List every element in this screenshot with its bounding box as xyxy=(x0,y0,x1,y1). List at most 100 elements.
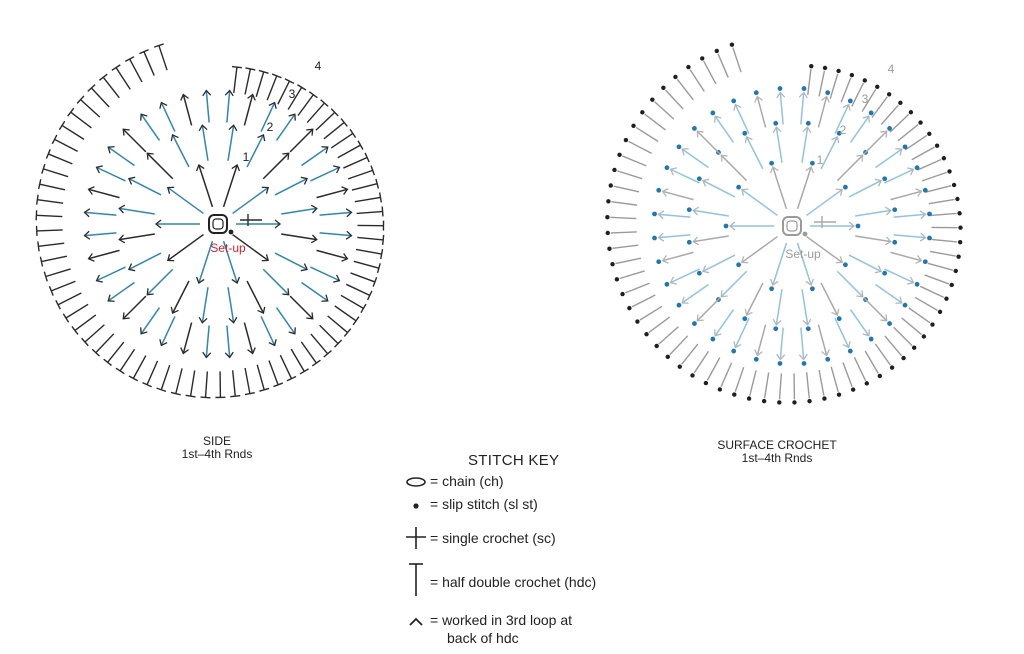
slip-stitch-dot xyxy=(908,110,914,115)
hdc-post xyxy=(334,305,357,322)
slip-stitch-dot xyxy=(955,196,960,202)
hdc-top-bar xyxy=(340,118,348,127)
hdc-post xyxy=(631,294,656,308)
slip-stitch-dot xyxy=(956,254,961,259)
third-loop-caret xyxy=(257,133,266,142)
hdc-post xyxy=(676,78,694,101)
stitch-post xyxy=(658,213,691,218)
stitch-post xyxy=(222,164,238,208)
third-loop-caret xyxy=(345,208,353,218)
third-loop-caret xyxy=(874,178,883,187)
slip-stitch-dot xyxy=(777,86,783,91)
slip-stitch-dot xyxy=(868,336,874,342)
stitch-post xyxy=(890,190,922,201)
slip-stitch-dot xyxy=(944,296,949,301)
stitch-post xyxy=(226,325,231,358)
third-loop-caret xyxy=(657,210,665,220)
side-round-number: 2 xyxy=(267,120,274,134)
slip-stitch-dot xyxy=(753,90,759,96)
slip-stitch-dot xyxy=(836,68,841,74)
hdc-top-bar xyxy=(200,396,211,399)
stitch-post xyxy=(198,240,214,284)
hdc-post xyxy=(927,262,954,271)
slip-stitch-dot xyxy=(958,225,963,230)
stitch-post xyxy=(246,280,265,314)
stitch-post xyxy=(714,309,735,337)
stitch-post xyxy=(801,289,809,325)
slip-stitch-dot xyxy=(805,326,811,332)
third-loop-caret xyxy=(202,89,212,97)
side-caption: SIDE 1st–4th Rnds xyxy=(117,435,317,461)
slip-stitch-dot xyxy=(892,239,898,245)
hdc-post xyxy=(43,168,69,178)
hdc-top-bar xyxy=(320,99,329,107)
stitch-post xyxy=(275,113,296,141)
hdc-post xyxy=(639,305,663,321)
third-loop-caret xyxy=(915,255,923,264)
stitch-post xyxy=(316,249,348,260)
slip-stitch-dot xyxy=(937,309,943,315)
hdc-post xyxy=(871,96,888,119)
setup-chain-inner xyxy=(212,218,224,230)
hdc-post xyxy=(874,343,891,366)
third-loop-caret xyxy=(107,146,115,154)
stitch-post xyxy=(884,168,914,184)
third-loop-caret xyxy=(696,130,704,138)
hdc-post xyxy=(622,155,647,167)
hdc-post xyxy=(928,198,955,205)
slip-stitch-dot xyxy=(887,126,892,131)
third-loop-caret xyxy=(198,316,208,324)
hdc-post xyxy=(330,132,354,149)
slip-stitch-dot xyxy=(849,72,855,78)
third-loop-caret xyxy=(288,327,296,335)
stitch-post xyxy=(140,307,161,335)
hdc-top-bar xyxy=(231,65,242,69)
stitch-post xyxy=(167,233,204,262)
hdc-post xyxy=(929,250,956,257)
third-loop-caret xyxy=(856,290,864,298)
hdc-post xyxy=(37,198,64,204)
slip-stitch-dot xyxy=(607,246,612,251)
third-loop-caret xyxy=(268,339,277,347)
hdc-post xyxy=(930,212,957,217)
hdc-post xyxy=(921,171,947,182)
hdc-top-bar xyxy=(323,350,332,358)
hdc-post xyxy=(619,270,645,280)
hdc-top-bar xyxy=(349,128,357,138)
stitch-post xyxy=(745,282,764,316)
hdc-post xyxy=(693,350,710,374)
third-loop-caret xyxy=(895,296,903,304)
hdc-post xyxy=(337,144,361,159)
stitch-post xyxy=(714,115,735,143)
slip-stitch-dot xyxy=(690,373,695,378)
third-loop-caret xyxy=(154,219,162,229)
third-loop-caret xyxy=(261,186,270,194)
hdc-top-bar xyxy=(382,234,385,245)
third-loop-caret xyxy=(661,188,669,197)
stitch-post xyxy=(693,235,729,243)
slip-stitch-dot xyxy=(661,85,666,90)
third-loop-caret xyxy=(341,186,349,195)
hdc-top-bar xyxy=(364,152,370,163)
stitch-post xyxy=(281,233,317,241)
slip-stitch-dot xyxy=(635,319,640,324)
hdc-top-bar xyxy=(48,286,54,296)
stitch-post xyxy=(658,234,691,239)
third-loop-caret xyxy=(805,278,815,286)
hdc-post xyxy=(95,333,115,354)
stitch-post xyxy=(167,186,204,215)
third-loop-caret xyxy=(122,128,130,136)
third-loop-caret xyxy=(198,124,208,132)
stitch-post xyxy=(140,113,161,141)
stitch-post xyxy=(260,316,276,346)
side-round-number: 4 xyxy=(315,59,322,73)
slip-stitch-dot xyxy=(696,270,702,276)
slip-stitch-dot xyxy=(731,348,737,354)
hdc-post xyxy=(851,82,865,107)
slip-stitch-dot xyxy=(914,281,920,287)
hdc-post xyxy=(119,348,136,372)
third-loop-caret xyxy=(692,206,700,216)
stitch-post xyxy=(274,177,308,196)
slip-stitch-dot xyxy=(677,364,682,369)
hdc-top-bar xyxy=(41,163,46,174)
